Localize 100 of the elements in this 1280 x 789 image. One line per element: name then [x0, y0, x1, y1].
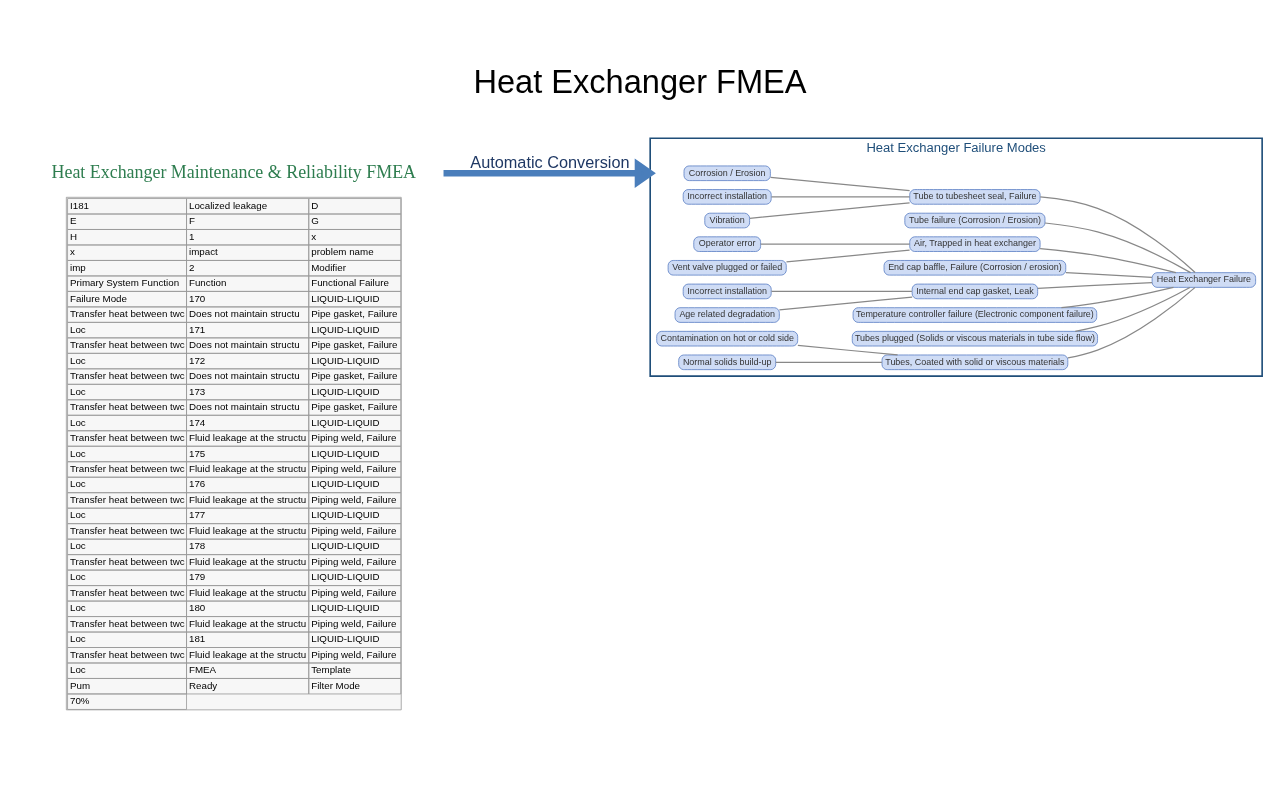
label: imp — [70, 261, 86, 273]
label: Piping weld, Failure — [311, 524, 397, 536]
label: Loc — [70, 633, 86, 645]
label: LIQUID-LIQUID — [311, 323, 380, 335]
label: Functional Failure — [311, 277, 389, 289]
label: Pipe gasket, Failure — [311, 339, 398, 351]
label: 180 — [188, 602, 206, 614]
label: G — [311, 215, 319, 227]
label: F — [188, 215, 195, 227]
label: 179 — [188, 571, 206, 583]
label: LIQUID-LIQUID — [311, 354, 380, 366]
label: Transfer heat between twc — [70, 555, 185, 567]
label: Function — [188, 277, 227, 289]
label: Loc — [70, 478, 86, 490]
label: 172 — [188, 354, 206, 366]
label: 174 — [188, 416, 206, 428]
label: Localized leakage — [188, 199, 268, 211]
label: Fluid leakage at the structu — [188, 586, 307, 598]
label: 177 — [188, 509, 206, 521]
label: LIQUID-LIQUID — [311, 416, 380, 428]
label: 175 — [188, 447, 206, 459]
label: Modifier — [311, 261, 346, 273]
label: Template — [311, 664, 351, 676]
label: Does not maintain structu — [188, 401, 300, 413]
label: 70% — [70, 695, 90, 707]
label: LIQUID-LIQUID — [311, 602, 380, 614]
label: Piping weld, Failure — [311, 493, 397, 505]
label: 1 — [188, 230, 195, 242]
label: Loc — [70, 416, 86, 428]
label: LIQUID-LIQUID — [311, 447, 380, 459]
label: Failure Mode — [70, 292, 128, 304]
label: Loc — [70, 447, 86, 459]
label: impact — [188, 246, 218, 258]
label: Fluid leakage at the structu — [188, 462, 307, 474]
label: Fluid leakage at the structu — [188, 648, 307, 660]
label: 171 — [188, 323, 206, 335]
label: Piping weld, Failure — [311, 555, 397, 567]
label: Fluid leakage at the structu — [188, 432, 307, 444]
label: Transfer heat between twc — [70, 462, 185, 474]
label: Does not maintain structu — [188, 339, 300, 351]
label: Piping weld, Failure — [311, 462, 397, 474]
label: 181 — [188, 633, 206, 645]
label: Ready — [188, 679, 218, 691]
label: I181 — [70, 199, 90, 211]
label: Transfer heat between twc — [70, 493, 185, 505]
label: Piping weld, Failure — [311, 432, 397, 444]
label: x — [311, 230, 317, 242]
label: Fluid leakage at the structu — [188, 524, 307, 536]
label: Does not maintain structu — [188, 370, 300, 382]
diagram-title: Heat Exchanger FMEA — [473, 62, 807, 100]
label: LIQUID-LIQUID — [311, 540, 380, 552]
label: Transfer heat between twc — [70, 524, 185, 536]
label: Transfer heat between twc — [70, 370, 185, 382]
label: LIQUID-LIQUID — [311, 509, 380, 521]
label: Loc — [70, 385, 86, 397]
label: Piping weld, Failure — [311, 648, 397, 660]
label: E — [70, 215, 77, 227]
label: LIQUID-LIQUID — [311, 478, 380, 490]
label: FMEA — [188, 664, 217, 676]
label: Does not maintain structu — [188, 308, 300, 320]
label: Pum — [70, 679, 91, 691]
label: Primary System Function — [70, 277, 180, 289]
label: H — [70, 230, 78, 242]
label: 170 — [188, 292, 206, 304]
label: 176 — [188, 478, 206, 490]
label: Fluid leakage at the structu — [188, 493, 307, 505]
label: Filter Mode — [311, 679, 361, 691]
label: problem name — [311, 246, 374, 258]
node-text: Heat Exchanger Maintenance & Reliability FMEA — [51, 161, 417, 182]
label: Piping weld, Failure — [311, 617, 397, 629]
label: Piping weld, Failure — [311, 586, 397, 598]
label: LIQUID-LIQUID — [311, 385, 380, 397]
label: Loc — [70, 602, 86, 614]
label: x — [70, 246, 75, 258]
label: 173 — [188, 385, 206, 397]
label: Pipe gasket, Failure — [311, 401, 398, 413]
edge-label: Automatic Conversion — [470, 153, 630, 172]
label: Loc — [70, 354, 86, 366]
label: LIQUID-LIQUID — [311, 292, 380, 304]
label: Fluid leakage at the structu — [188, 617, 307, 629]
label: Pipe gasket, Failure — [311, 370, 398, 382]
label: Transfer heat between twc — [70, 586, 185, 598]
label: Transfer heat between twc — [70, 308, 185, 320]
label: Transfer heat between twc — [70, 339, 185, 351]
label: LIQUID-LIQUID — [311, 633, 380, 645]
label: Loc — [70, 323, 86, 335]
label: Loc — [70, 540, 86, 552]
label: LIQUID-LIQUID — [311, 571, 380, 583]
label: Transfer heat between twc — [70, 401, 185, 413]
label: D — [311, 199, 319, 211]
label: Loc — [70, 509, 86, 521]
label: 2 — [188, 261, 195, 273]
label: Loc — [70, 664, 86, 676]
label: Pipe gasket, Failure — [311, 308, 398, 320]
label: 178 — [188, 540, 206, 552]
label: Transfer heat between twc — [70, 432, 185, 444]
label: Transfer heat between twc — [70, 648, 185, 660]
label: Fluid leakage at the structu — [188, 555, 307, 567]
label: Transfer heat between twc — [70, 617, 185, 629]
label: Loc — [70, 571, 86, 583]
